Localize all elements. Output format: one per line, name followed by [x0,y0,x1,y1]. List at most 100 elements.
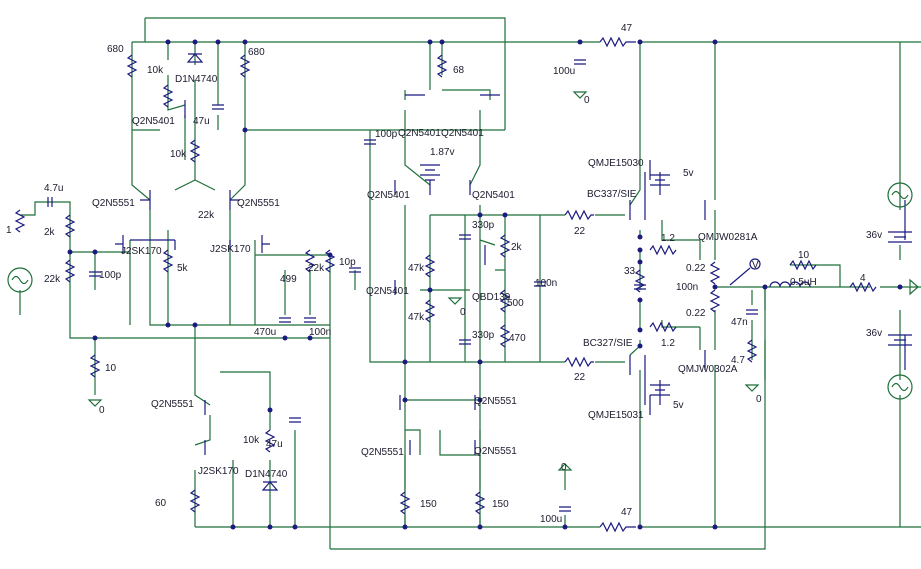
label-r60: 60 [155,498,167,509]
label-r022-a: 0.22 [686,263,706,274]
label-c10p: 10p [339,257,356,268]
label-r2k-in: 2k [44,227,56,238]
label-q-pre-bot: BC327/SIE [583,338,633,349]
label-q-out-bot: QMJW0302A [678,364,738,375]
label-j-right: J2SK170 [210,244,251,255]
label-c47u-low: 47u [266,439,283,450]
label-c100p-mid: 100p [375,129,398,140]
junctions [67,39,903,530]
label-q-left-pnp: Q2N5401 [132,116,175,127]
label-j-left: J2SK170 [121,246,162,257]
label-j-low: J2SK170 [198,466,239,477]
label-r5k: 5k [177,263,189,274]
capacitor-symbols [47,59,758,512]
label-r10k-top: 10k [147,65,164,76]
label-g0-mid: 0 [460,307,466,318]
component-labels: 680 10k D1N4740 680 Q2N5401 47u 10k 4.7u… [6,23,882,525]
label-r47-zobel: 4.7 [731,355,745,366]
label-c470u: 470u [254,327,276,338]
label-q-vas-mid: Q2N5401 [366,286,409,297]
label-v5-top: 5v [683,168,694,179]
label-r33: 33 [624,266,636,277]
label-g0-out: 0 [756,394,762,405]
label-c100u-bot: 100u [540,514,562,525]
label-r4-out: 4 [860,273,866,284]
probe-label: V [752,260,759,271]
label-r10k-mid: 10k [170,149,187,160]
label-q-pre-top: BC337/SIE [587,189,637,200]
label-r499: 499 [280,274,297,285]
label-q-out-top: QMJW0281A [698,232,758,243]
label-r10-gnd: 10 [105,363,117,374]
label-c100n-vas: 100n [535,278,557,289]
label-r22k-in: 22k [44,274,61,285]
inductor-symbol [769,281,811,288]
label-q-vas-r: Q2N5401 [472,190,515,201]
label-c47u-in: 4.7u [44,183,63,194]
label-r47k-b: 47k [408,312,425,323]
label-g0-left: 0 [99,405,105,416]
label-r2k-vas: 2k [511,242,523,253]
label-q-diff-r: Q2N5551 [237,198,280,209]
label-q-cs-l: Q2N5551 [474,396,517,407]
label-r10k-low: 10k [243,435,260,446]
label-d-bottom: D1N4740 [245,469,288,480]
battery-symbols [420,164,912,396]
label-r22-top: 22 [574,226,586,237]
label-r10-out: 10 [798,250,810,261]
transistor-symbols [115,94,706,455]
label-r47-top: 47 [621,23,633,34]
pin-lines [130,172,906,405]
label-d-top: D1N4740 [175,74,218,85]
label-q-mirror-l: Q2N5401 [398,128,441,139]
label-r1-in: 1 [6,225,12,236]
label-r47k-a: 47k [408,263,425,274]
label-q-vas-l: Q2N5401 [367,190,410,201]
label-v36-bot: 36v [866,328,882,339]
wires [19,17,921,550]
label-r680-left: 680 [107,44,124,55]
label-r68: 68 [453,65,465,76]
label-r022-b: 0.22 [686,308,706,319]
ac-source-symbols [7,182,913,400]
label-r500: 500 [507,298,524,309]
label-q-cs-low-l: Q2N5551 [361,447,404,458]
label-q-drv-top: QMJE15030 [588,158,644,169]
label-v36-top: 36v [866,230,882,241]
label-r150-a: 150 [420,499,437,510]
ground-symbols [87,91,760,471]
label-q-mirror-r: Q2N5401 [441,128,484,139]
label-l-out: 0.5uH [790,277,817,288]
label-v-ref: 1.87v [430,147,454,158]
label-c330p-b: 330p [472,330,495,341]
label-r22k-fb: 22k [308,263,325,274]
label-r22-bot: 22 [574,372,586,383]
label-c100u-top: 100u [553,66,575,77]
label-g0-top: 0 [584,95,590,106]
label-c47u-top: 47u [193,116,210,127]
label-r22k-pot: 22k [198,210,215,221]
label-r12-bot: 1.2 [661,338,675,349]
label-c100n-out: 100n [676,282,698,293]
label-c47n: 47n [731,317,748,328]
label-v5-bot: 5v [673,400,684,411]
label-c330p-a: 330p [472,220,495,231]
label-r47-bottom: 47 [621,507,633,518]
label-q-cs-low-r: Q2N5551 [474,446,517,457]
label-r150-b: 150 [492,499,509,510]
label-q-src-low: Q2N5551 [151,399,194,410]
label-r470: 470 [509,333,526,344]
label-r12-top: 1.2 [661,233,675,244]
label-c100p-in: 100p [99,270,122,281]
label-q-diff-l: Q2N5551 [92,198,135,209]
label-g0-low: 0 [561,462,567,473]
voltage-probe: V [729,258,761,286]
label-q-drv-bot: QMJE15031 [588,410,644,421]
label-c100n-fb: 100n [309,327,331,338]
label-r680-right: 680 [248,47,265,58]
resistor-symbols [14,36,877,533]
label-q-bias: QBD139 [472,292,511,303]
diode-symbols [186,53,279,491]
output-terminal [909,278,919,296]
